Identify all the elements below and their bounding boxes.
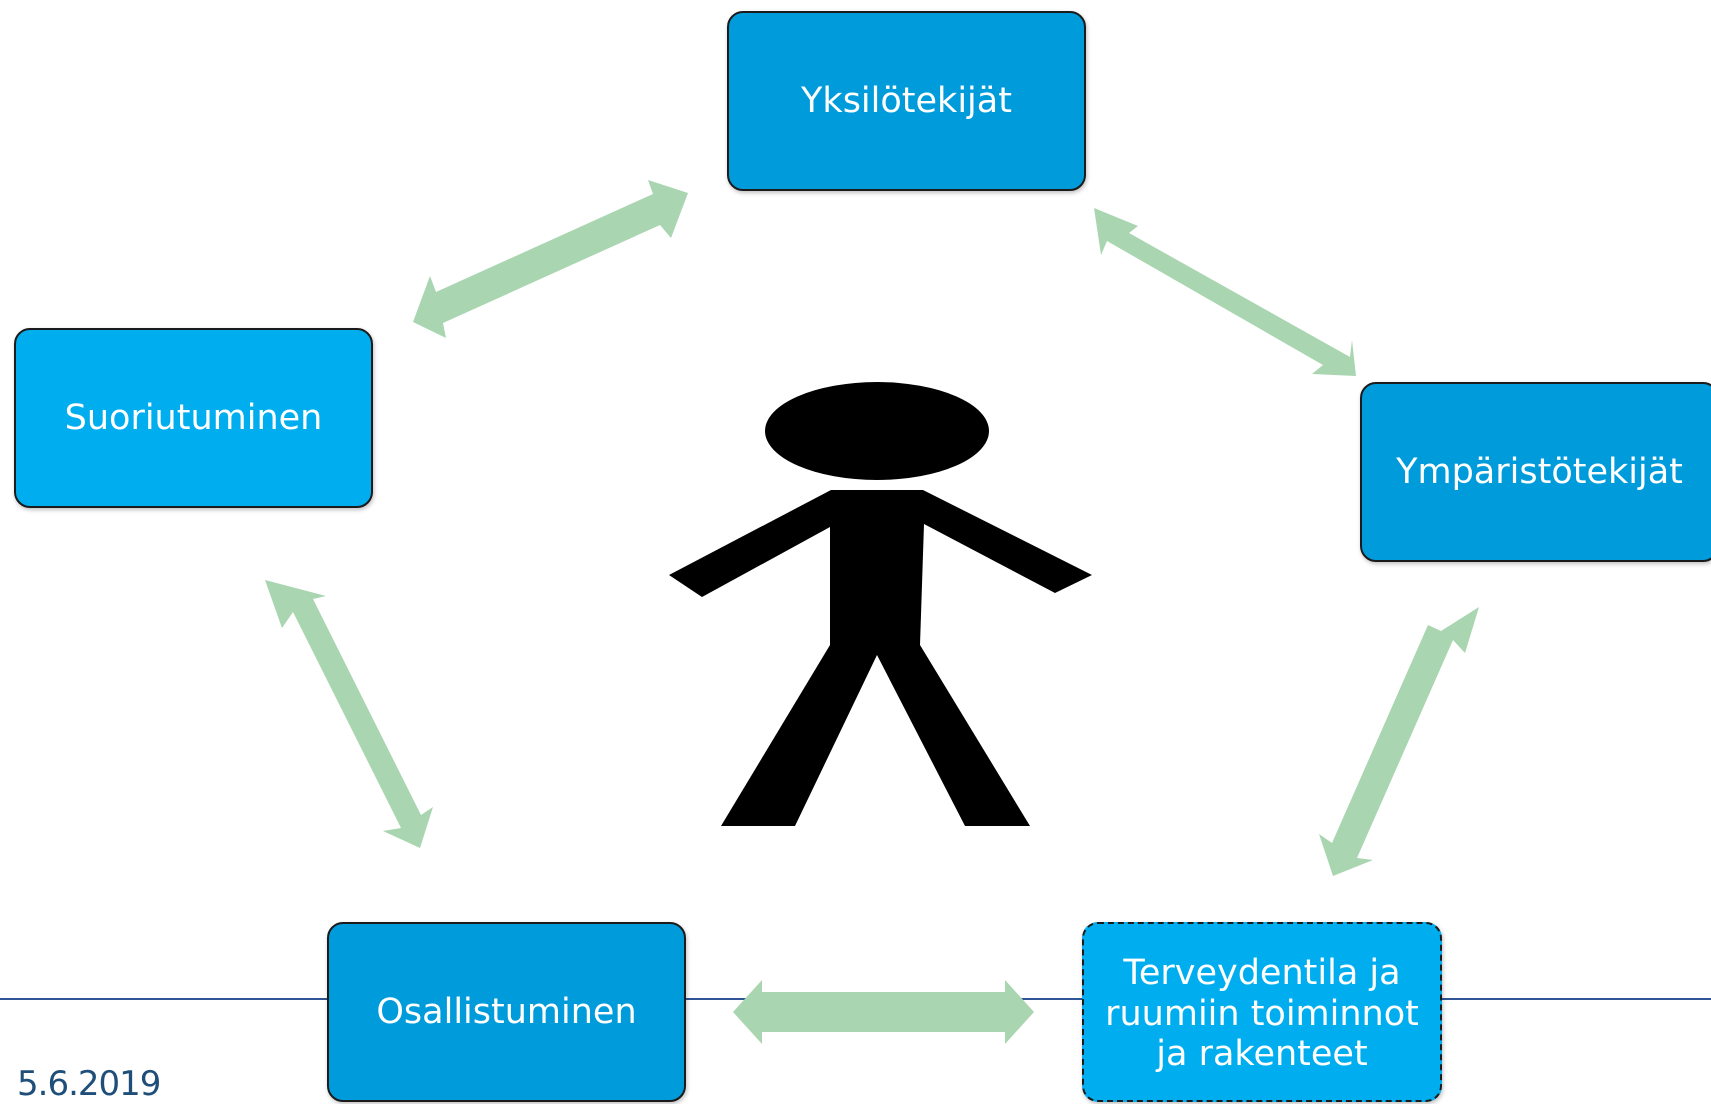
arrow-bottom — [733, 980, 1034, 1044]
node-osallistuminen: Osallistuminen — [327, 922, 686, 1102]
person-figure-icon — [669, 382, 1092, 826]
node-ymparistotekijat: Ympäristötekijät — [1360, 382, 1711, 562]
arrow-left-bottom — [265, 580, 433, 848]
node-suoriutuminen: Suoriutuminen — [14, 328, 373, 508]
arrow-top-right — [1094, 208, 1356, 376]
arrow-top-left — [413, 180, 688, 338]
node-yksilotekijat: Yksilötekijät — [727, 11, 1086, 191]
node-terveydentila: Terveydentila ja ruumiin toiminnot ja ra… — [1082, 922, 1442, 1102]
arrows — [265, 180, 1479, 1044]
footer-date: 5.6.2019 — [17, 1064, 161, 1104]
arrow-right-bottom — [1319, 607, 1479, 876]
